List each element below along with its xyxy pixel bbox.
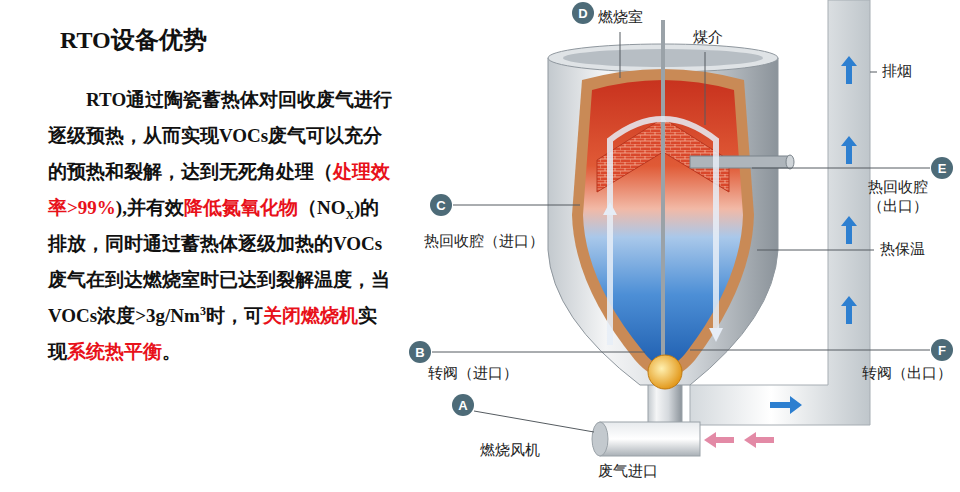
leader-line: [757, 250, 874, 251]
callout-circle: A: [452, 394, 474, 416]
callout-circle: C: [430, 194, 452, 216]
inlet-duct: [600, 422, 700, 456]
vessel-cutaway: [603, 202, 617, 215]
leader-line: [620, 32, 621, 78]
callout-circle: F: [931, 339, 953, 361]
highlight-text: 系统热平衡: [67, 341, 162, 362]
leader-line: [474, 411, 594, 432]
part-label: 热回收腔（进口）: [424, 232, 544, 251]
script-text: X: [345, 208, 354, 222]
callout-letter: D: [578, 6, 587, 21]
callout-letter: F: [938, 343, 946, 358]
leader-line: [752, 168, 930, 169]
slide-title: RTO设备优势: [60, 24, 207, 56]
part-label: 煤介: [693, 28, 723, 47]
callout-circle: E: [931, 157, 953, 179]
part-label: 燃烧风机: [480, 441, 540, 460]
vessel-cutaway: [661, 20, 665, 360]
vessel-cutaway: [786, 155, 794, 169]
exhaust-stack: [841, 136, 857, 164]
highlight-text: 降低氮氧化物: [184, 197, 298, 218]
body-text: （NO: [298, 197, 346, 218]
leader-line: [705, 52, 706, 125]
leader-line: [690, 350, 930, 351]
highlight-text: 关闭燃烧机: [263, 305, 358, 326]
callout-letter: C: [436, 198, 445, 213]
part-label: 排烟: [882, 62, 912, 81]
body-text: 时，可: [206, 305, 263, 326]
inlet-duct: [592, 422, 608, 456]
part-label: 废气进口: [598, 462, 658, 481]
leader-line: [453, 205, 580, 206]
description-text: RTO通过陶瓷蓄热体对回收废气进行逐级预热，从而实现VOCs废气可以充分的预热和…: [48, 82, 393, 370]
vessel-cutaway: [709, 328, 723, 342]
vessel-cutaway: [610, 119, 716, 345]
vessel-cutaway: [648, 355, 682, 389]
callout-circle: B: [409, 341, 431, 363]
exhaust-stack: [770, 56, 857, 414]
exhaust-stack: [770, 396, 802, 414]
part-label: 热回收腔（出口）: [868, 178, 934, 216]
callout-circle: D: [572, 2, 594, 24]
part-label: 转阀（进口）: [428, 364, 518, 383]
body-text: 。: [162, 341, 181, 362]
inlet-duct: [704, 432, 734, 448]
inlet-duct: [592, 380, 774, 456]
callout-letter: E: [938, 161, 947, 176]
leader-line: [432, 352, 645, 353]
body-text: ),并有效: [116, 197, 184, 218]
part-label: 热保温: [880, 240, 925, 259]
inlet-duct: [704, 432, 774, 448]
leader-line: [870, 72, 877, 73]
vessel-cutaway: [572, 20, 794, 389]
inlet-duct: [744, 432, 774, 448]
vessel-cutaway: [690, 156, 790, 168]
exhaust-stack: [841, 296, 857, 324]
exhaust-stack: [841, 56, 857, 84]
script-text: 3: [200, 304, 206, 318]
callout-letter: A: [458, 398, 467, 413]
callout-letter: B: [415, 345, 424, 360]
part-label: 燃烧室: [598, 8, 643, 27]
part-label: 转阀（出口）: [862, 364, 952, 383]
exhaust-stack: [841, 216, 857, 244]
